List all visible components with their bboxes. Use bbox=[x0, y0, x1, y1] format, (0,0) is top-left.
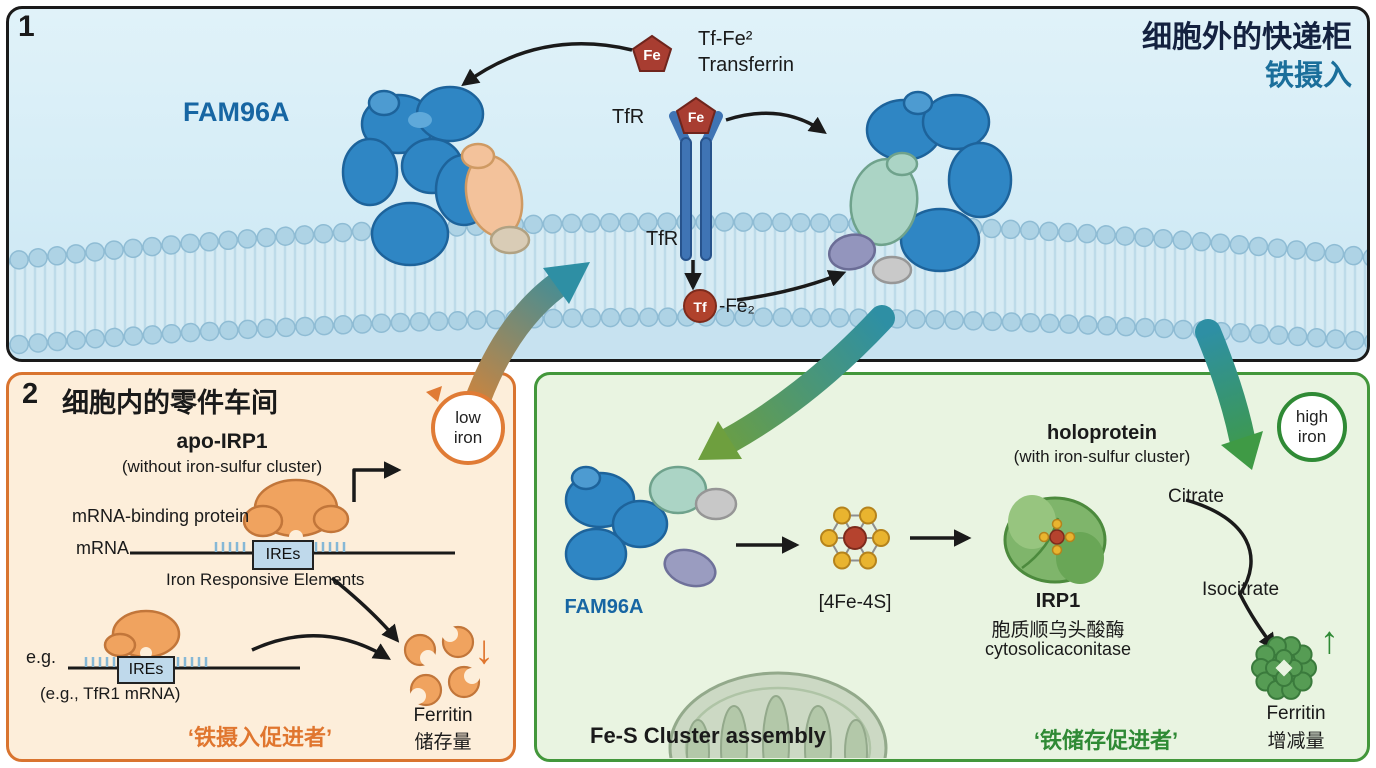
panel-high-iron bbox=[534, 372, 1370, 762]
panel-low-iron bbox=[6, 372, 516, 762]
panel-extracellular bbox=[6, 6, 1370, 362]
